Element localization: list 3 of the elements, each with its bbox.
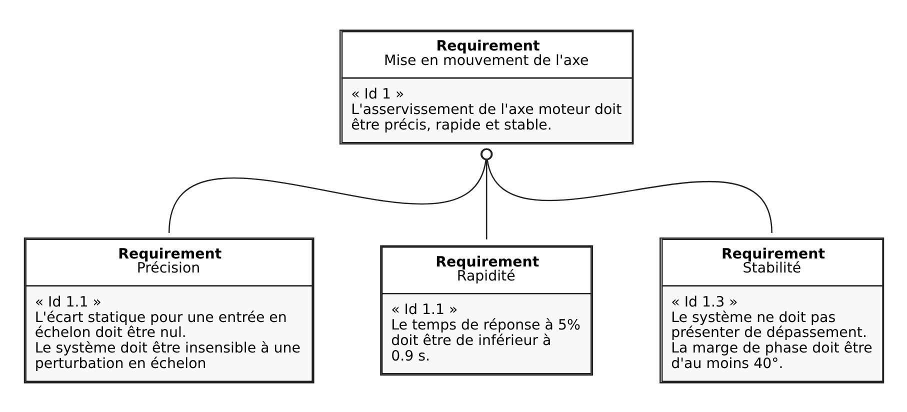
connector bbox=[168, 148, 492, 233]
connector bbox=[480, 148, 772, 233]
connector bbox=[480, 148, 492, 239]
